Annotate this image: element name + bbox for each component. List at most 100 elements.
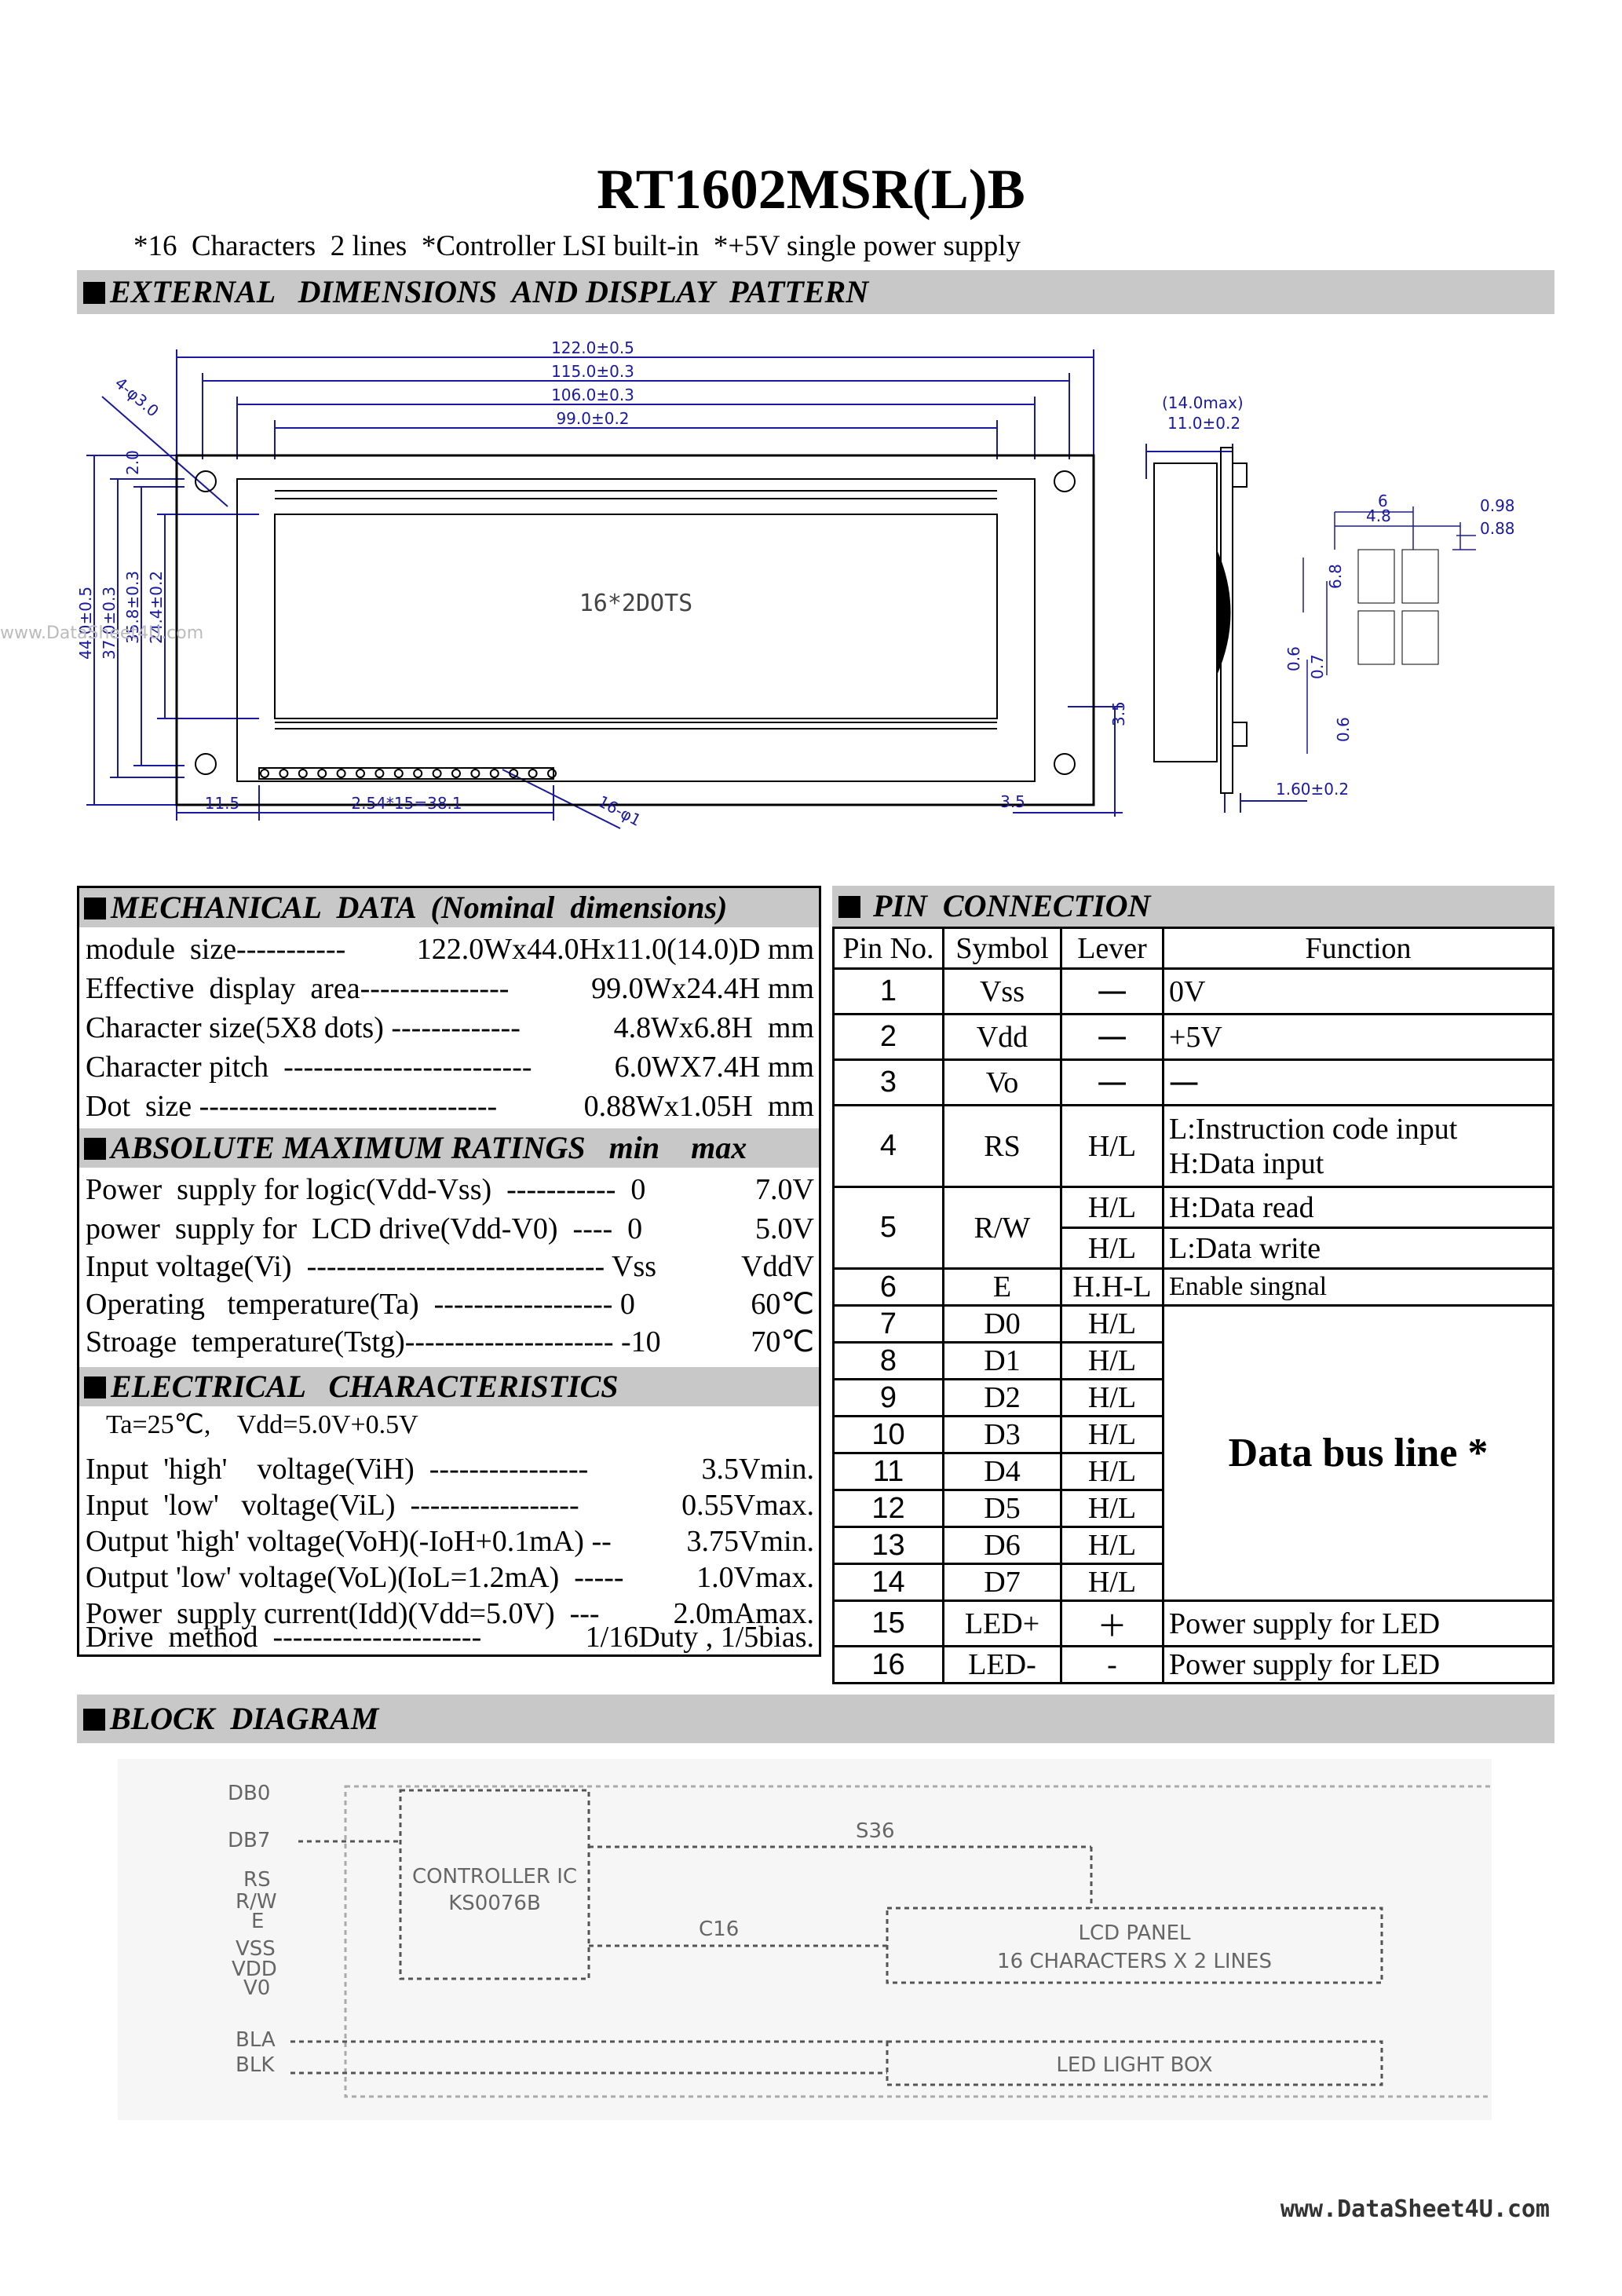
- elec-row: Output 'high' voltage(VoH)(-IoH+0.1mA) -…: [86, 1523, 814, 1560]
- pin-lever: 一: [1060, 967, 1164, 1015]
- dim-height-24-4: 24.4±0.2: [147, 571, 166, 644]
- mech-value: 122.0Wx44.0Hx11.0(14.0)D mm: [416, 933, 814, 966]
- block-input-vdd: VDD: [232, 1958, 277, 1981]
- dim-dot-0-98: 0.98: [1480, 496, 1515, 515]
- pin-hole: [509, 769, 519, 778]
- elec-label: Input 'high' voltage(ViH) --------------…: [86, 1453, 589, 1486]
- pin-symbol: D4: [942, 1452, 1062, 1491]
- pin-hole: [547, 769, 557, 778]
- abs-row: power supply for LCD drive(Vdd-V0) ---- …: [86, 1210, 814, 1248]
- pin-lever: H/L: [1060, 1341, 1164, 1380]
- pin-no: 2: [832, 1013, 944, 1061]
- pin-lever: H/L: [1060, 1304, 1164, 1344]
- elec-row: Drive method ---------------------1/16Du…: [86, 1618, 814, 1656]
- pin-function: 一: [1162, 1058, 1554, 1106]
- pin-symbol: LED+: [942, 1600, 1062, 1647]
- pin-no: 15: [832, 1600, 944, 1647]
- abs-row: Input voltage(Vi) ----------------------…: [86, 1248, 814, 1285]
- dim-char-6-8: 6.8: [1326, 564, 1345, 589]
- pin-hole: [393, 769, 404, 778]
- pin-lever: -: [1060, 1645, 1164, 1684]
- pin-hole: [336, 769, 346, 778]
- abs-row: Stroage temperature(Tstg)---------------…: [86, 1323, 814, 1361]
- pin-lever: H/L: [1060, 1378, 1164, 1417]
- dim-v-0-6a: 0.6: [1284, 646, 1303, 671]
- pin-hole: [356, 769, 365, 778]
- pin-symbol: Vdd: [942, 1013, 1062, 1061]
- dim-width-122: 122.0±0.5: [551, 338, 634, 357]
- pin-lever: H/L: [1060, 1415, 1164, 1454]
- subtitle: *16 Characters 2 lines *Controller LSI b…: [133, 230, 1021, 262]
- pin-lever: H/L: [1060, 1489, 1164, 1528]
- block-input-db7: DB7: [228, 1829, 270, 1852]
- data-bus-label: Data bus line *: [1162, 1304, 1554, 1602]
- section-external-title: EXTERNAL DIMENSIONS AND DISPLAY PATTERN: [110, 274, 869, 309]
- block-input-e: E: [251, 1910, 264, 1933]
- abs-value: VddV: [741, 1250, 814, 1283]
- led-box-label: LED LIGHT BOX: [1056, 2053, 1212, 2077]
- pin-symbol: D6: [942, 1526, 1062, 1565]
- abs-value: 7.0V: [755, 1173, 814, 1206]
- block-input-blk: BLK: [236, 2053, 275, 2077]
- block-header: BLOCK DIAGRAM: [77, 1695, 1554, 1743]
- mech-value: 6.0WX7.4H mm: [614, 1051, 814, 1084]
- block-c-label: C16: [699, 1918, 739, 1941]
- absolute-header: ABSOLUTE MAXIMUM RATINGS min max: [79, 1128, 819, 1168]
- lcd-panel-label: LCD PANEL: [1078, 1921, 1191, 1945]
- block-input-db0: DB0: [228, 1782, 270, 1805]
- pin-no: 10: [832, 1415, 944, 1454]
- dim-pin-pitch: 2.54*15=38.1: [351, 794, 462, 813]
- watermark: www.DataSheet4U.com: [0, 623, 203, 643]
- elec-value: 2.0mAmax.: [673, 1597, 814, 1630]
- col-header: Function: [1162, 927, 1554, 970]
- pin-hole: [528, 769, 538, 778]
- mech-row: Effective display area---------------99.…: [86, 970, 814, 1007]
- pin-symbol: D7: [942, 1563, 1062, 1602]
- pin-no: 11: [832, 1452, 944, 1491]
- dim-11-5: 11.5: [205, 794, 240, 813]
- pin-no: 4: [832, 1104, 944, 1188]
- abs-label: Operating temperature(Ta) --------------…: [86, 1288, 635, 1321]
- pin-symbol: Vss: [942, 967, 1062, 1015]
- elec-row: Power supply current(Idd)(Vdd=5.0V) ---2…: [86, 1595, 814, 1632]
- display-pattern-label: 16*2DOTS: [579, 590, 693, 617]
- abs-row: Operating temperature(Ta) --------------…: [86, 1285, 814, 1323]
- block-title: BLOCK DIAGRAM: [110, 1701, 379, 1736]
- pin-hole: [432, 769, 442, 778]
- pin-no: 7: [832, 1304, 944, 1344]
- pin-symbol: D3: [942, 1415, 1062, 1454]
- electrical-conditions: Ta=25℃, Vdd=5.0V+0.5V: [86, 1406, 814, 1444]
- abs-label: Stroage temperature(Tstg)---------------…: [86, 1325, 661, 1358]
- mech-label: Effective display area---------------: [86, 972, 510, 1005]
- pin-function: Power supply for LED: [1162, 1600, 1554, 1647]
- block-input-bla: BLA: [236, 2028, 276, 2052]
- pin-function: H:Data read: [1162, 1186, 1554, 1229]
- pin-header: PIN CONNECTION: [832, 886, 1554, 927]
- pin-hole: [317, 769, 327, 778]
- pin-hole: [451, 769, 461, 778]
- elec-row: Input 'high' voltage(ViH) --------------…: [86, 1450, 814, 1488]
- pin-lever: H/L: [1060, 1452, 1164, 1491]
- elec-value: 1.0Vmax.: [696, 1561, 814, 1594]
- pin-function-line: H:Data input: [1169, 1146, 1324, 1180]
- pin-function-line: L:Instruction code input: [1169, 1112, 1458, 1146]
- pin-lever: H/L: [1060, 1104, 1164, 1188]
- dim-height-35-8: 35.8±0.3: [123, 571, 142, 644]
- dim-3-5-side: 3.5: [1109, 701, 1128, 726]
- section-external-header: EXTERNAL DIMENSIONS AND DISPLAY PATTERN: [77, 270, 1554, 314]
- pin-function: +5V: [1162, 1013, 1554, 1061]
- page-title: RT1602MSR(L)B: [597, 158, 1025, 221]
- mech-label: Dot size ------------------------------: [86, 1090, 498, 1123]
